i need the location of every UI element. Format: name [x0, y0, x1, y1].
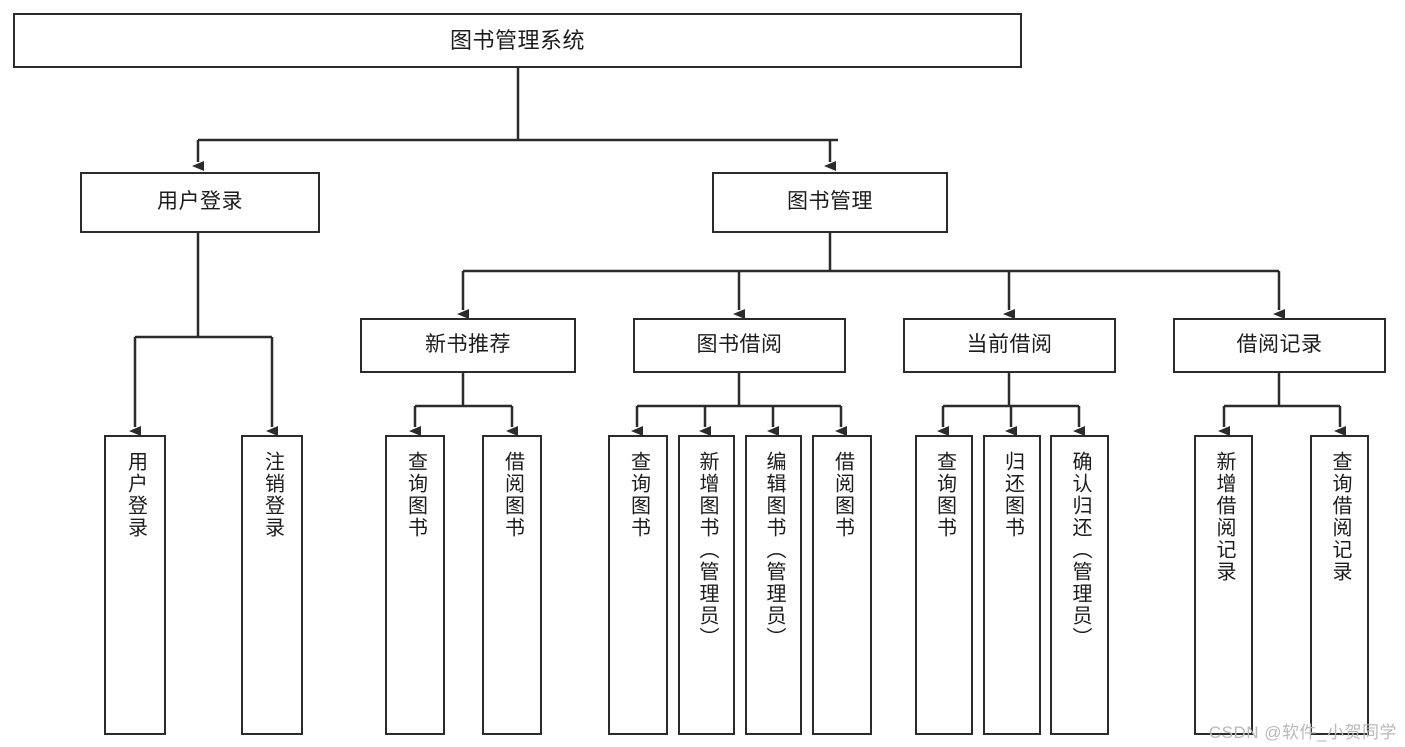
node-leaf-confirm-return[interactable]: 确认归还（管理员）	[1050, 435, 1109, 735]
node-label: 编辑图书（管理员）	[763, 451, 785, 649]
node-leaf-add-book[interactable]: 新增图书（管理员）	[678, 435, 735, 735]
node-label: 图书管理	[787, 190, 873, 214]
node-current-borrow[interactable]: 当前借阅	[903, 318, 1116, 373]
node-label: 新增借阅记录	[1213, 451, 1235, 583]
node-borrow-record[interactable]: 借阅记录	[1173, 318, 1386, 373]
node-leaf-return-book[interactable]: 归还图书	[983, 435, 1041, 735]
node-leaf-user-logout[interactable]: 注销登录	[241, 435, 303, 735]
node-label: 新增图书（管理员）	[696, 451, 718, 649]
node-leaf-query-book-current[interactable]: 查询图书	[915, 435, 973, 735]
node-label: 查询图书	[404, 451, 427, 539]
node-label: 查询借阅记录	[1329, 451, 1351, 583]
node-label: 新书推荐	[425, 333, 511, 357]
node-label: 归还图书	[1001, 451, 1024, 539]
node-leaf-add-borrow-record[interactable]: 新增借阅记录	[1194, 435, 1253, 735]
node-label: 用户登录	[124, 451, 147, 539]
node-label: 图书借阅	[696, 333, 783, 357]
node-label: 确认归还（管理员）	[1069, 451, 1091, 649]
node-label: 借阅记录	[1236, 333, 1323, 357]
node-label: 查询图书	[627, 451, 650, 539]
node-leaf-query-book-recommend[interactable]: 查询图书	[385, 435, 445, 735]
node-label: 图书管理系统	[449, 27, 585, 53]
node-leaf-edit-book[interactable]: 编辑图书（管理员）	[745, 435, 802, 735]
node-label: 注销登录	[261, 451, 284, 539]
node-leaf-borrow-book-recommend[interactable]: 借阅图书	[482, 435, 542, 735]
node-leaf-user-login[interactable]: 用户登录	[104, 435, 166, 735]
node-leaf-borrow-book[interactable]: 借阅图书	[812, 435, 872, 735]
node-label: 用户登录	[157, 190, 243, 214]
node-book-borrow[interactable]: 图书借阅	[633, 318, 846, 373]
node-root-book-management-system[interactable]: 图书管理系统	[13, 13, 1022, 68]
node-label: 借阅图书	[831, 451, 854, 539]
csdn-watermark: CSDN @软件_小贺同学	[1208, 723, 1397, 742]
node-leaf-query-borrow-record[interactable]: 查询借阅记录	[1310, 435, 1369, 735]
node-leaf-query-book-borrow[interactable]: 查询图书	[608, 435, 668, 735]
node-user-login[interactable]: 用户登录	[80, 172, 320, 233]
node-label: 借阅图书	[501, 451, 524, 539]
node-label: 当前借阅	[966, 333, 1053, 357]
node-label: 查询图书	[933, 451, 956, 539]
node-new-book-recommend[interactable]: 新书推荐	[360, 318, 576, 373]
node-book-management[interactable]: 图书管理	[712, 172, 948, 233]
